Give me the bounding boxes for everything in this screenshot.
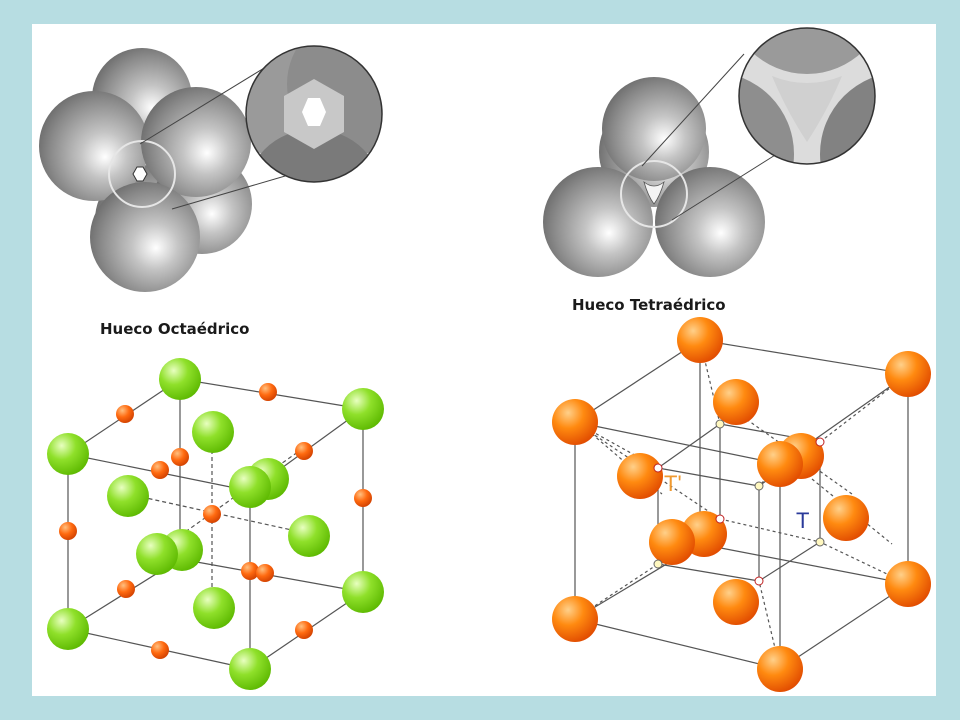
- tetrahedral-site-marker: [653, 463, 663, 473]
- grey-sphere: [543, 167, 653, 277]
- orange-atom: [649, 519, 695, 565]
- small-orange-atom: [59, 522, 77, 540]
- grey-sphere: [141, 87, 251, 197]
- highlight-circle: [620, 160, 688, 228]
- orange-atom: [757, 646, 803, 692]
- small-orange-atom: [295, 442, 313, 460]
- small-orange-atom: [116, 405, 134, 423]
- octahedral-void: [132, 166, 148, 182]
- orange-atom: [713, 379, 759, 425]
- small-orange-atom: [295, 621, 313, 639]
- zoom-line: [139, 61, 275, 145]
- tetrahedral-site-marker: [815, 537, 825, 547]
- green-atom: [342, 388, 384, 430]
- green-atom: [288, 515, 330, 557]
- octahedral-hole-caption: Hueco Octaédrico: [100, 320, 250, 338]
- lens-border: [245, 45, 383, 183]
- small-orange-atom: [203, 505, 221, 523]
- orange-atom: [677, 317, 723, 363]
- tetrahedral-void: [643, 180, 665, 205]
- green-atom: [136, 533, 178, 575]
- octahedral-hole-model: [39, 45, 383, 292]
- orange-atom: [552, 596, 598, 642]
- orange-atom: [823, 495, 869, 541]
- crystal-holes-illustration: [39, 27, 931, 692]
- tetrahedral-lattice-atoms: [552, 317, 931, 692]
- small-orange-atom: [151, 461, 169, 479]
- small-orange-atom: [256, 564, 274, 582]
- small-orange-atom: [117, 580, 135, 598]
- highlight-circle: [108, 140, 176, 208]
- tetrahedral-site-marker: [715, 419, 725, 429]
- zoom-line: [671, 151, 781, 221]
- small-orange-atom: [151, 641, 169, 659]
- small-orange-atom: [171, 448, 189, 466]
- zoom-line: [171, 173, 293, 210]
- tetrahedral-site-marker: [815, 437, 825, 447]
- lens-border: [738, 27, 876, 165]
- orange-atom: [617, 453, 663, 499]
- small-orange-atom: [241, 562, 259, 580]
- tetrahedral-site-marker: [754, 576, 764, 586]
- t-site-label: T: [796, 508, 810, 533]
- green-atom: [193, 587, 235, 629]
- tetrahedral-site-marker: [754, 481, 764, 491]
- orange-atom: [885, 351, 931, 397]
- green-atom: [192, 411, 234, 453]
- orange-atom: [552, 399, 598, 445]
- octahedral-lattice-atoms: [47, 358, 384, 690]
- tetrahedral-hole-model: [543, 27, 876, 277]
- small-orange-atom: [354, 489, 372, 507]
- green-atom: [229, 648, 271, 690]
- orange-atom: [713, 579, 759, 625]
- tetrahedral-site-marker: [653, 559, 663, 569]
- green-atom: [47, 433, 89, 475]
- grey-sphere: [90, 182, 200, 292]
- green-atom: [47, 608, 89, 650]
- green-atom: [342, 571, 384, 613]
- green-atom: [229, 466, 271, 508]
- grey-sphere: [39, 91, 149, 201]
- green-atom: [107, 475, 149, 517]
- orange-atom: [885, 561, 931, 607]
- grey-sphere: [655, 167, 765, 277]
- tetrahedral-site-marker: [715, 514, 725, 524]
- octahedral-zoom-lens: [246, 46, 382, 182]
- grey-sphere: [602, 77, 706, 181]
- tetrahedral-hole-caption: Hueco Tetraédrico: [572, 296, 726, 314]
- green-atom: [159, 358, 201, 400]
- zoom-line: [641, 53, 745, 167]
- t-prime-site-label: T': [664, 471, 682, 496]
- small-orange-atom: [259, 383, 277, 401]
- orange-atom: [757, 441, 803, 487]
- figure-panel: Hueco Octaédrico Hueco Tetraédrico T' T: [32, 24, 936, 696]
